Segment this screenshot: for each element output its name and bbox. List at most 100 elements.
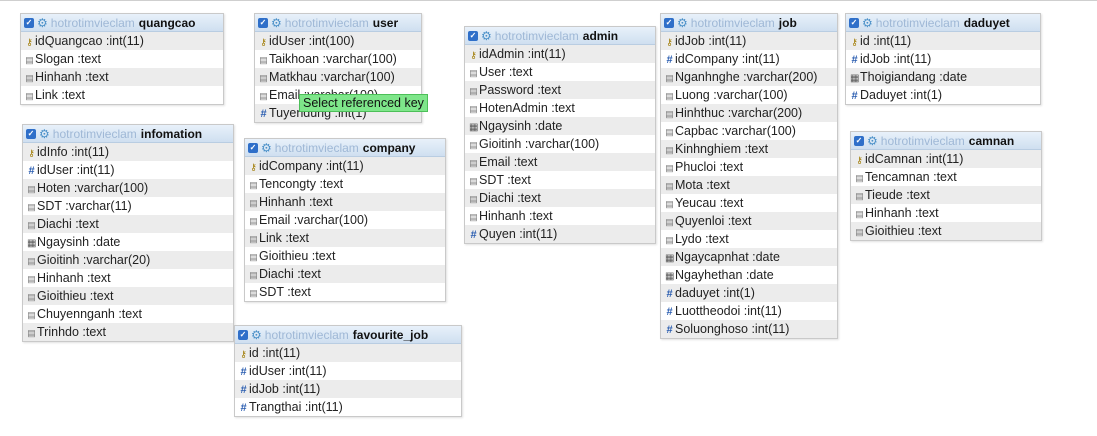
column-row[interactable]: ▤Gioitinh :varchar(20) [23,251,233,269]
column-row[interactable]: ▦Ngayhethan :date [661,266,837,284]
column-row[interactable]: ▤Tieude :text [851,186,1041,204]
column-row[interactable]: ▤SDT :text [465,171,655,189]
column-row[interactable]: ▤Slogan :text [21,50,223,68]
column-row[interactable]: ▤Link :text [21,86,223,104]
column-row[interactable]: ⚷idCompany :int(11) [245,157,445,175]
column-row[interactable]: ▤Gioithieu :text [245,247,445,265]
column-row[interactable]: ▤Hinhthuc :varchar(200) [661,104,837,122]
column-row[interactable]: ▤Kinhnghiem :text [661,140,837,158]
gear-icon[interactable]: ⚙ [261,140,272,155]
column-row[interactable]: #idCompany :int(11) [661,50,837,68]
gear-icon[interactable]: ⚙ [867,133,878,148]
gear-icon[interactable]: ⚙ [251,327,262,342]
column-row[interactable]: ▤Lydo :text [661,230,837,248]
check-icon[interactable]: ✓ [24,17,34,28]
column-row[interactable]: ▤Diachi :text [465,189,655,207]
column-row[interactable]: ▤User :text [465,63,655,81]
column-row[interactable]: ⚷id :int(11) [846,32,1040,50]
column-row[interactable]: #Quyen :int(11) [465,225,655,243]
column-row[interactable]: ▤SDT :text [245,283,445,301]
column-row[interactable]: ▤Hinhanh :text [851,204,1041,222]
gear-icon[interactable]: ⚙ [37,15,48,30]
column-row[interactable]: ▤Tencamnan :text [851,168,1041,186]
gear-icon[interactable]: ⚙ [481,28,492,43]
gear-icon[interactable]: ⚙ [39,126,50,141]
column-row[interactable]: ▤Diachi :text [245,265,445,283]
column-row[interactable]: ⚷id :int(11) [235,344,461,362]
column-row[interactable]: ▤Matkhau :varchar(100) [255,68,421,86]
column-row[interactable]: ▤Taikhoan :varchar(100) [255,50,421,68]
column-row[interactable]: ▤Capbac :varchar(100) [661,122,837,140]
column-row[interactable]: ▤Diachi :text [23,215,233,233]
column-row[interactable]: ▤Link :text [245,229,445,247]
column-row[interactable]: #Luottheodoi :int(11) [661,302,837,320]
check-icon[interactable]: ✓ [258,17,268,28]
column-row[interactable]: ▤SDT :varchar(11) [23,197,233,215]
column-row[interactable]: ▤Luong :varchar(100) [661,86,837,104]
column-row[interactable]: ▤Email :text [465,153,655,171]
column-row[interactable]: ▤Gioitinh :varchar(100) [465,135,655,153]
column-row[interactable]: ▤Yeucau :text [661,194,837,212]
gear-icon[interactable]: ⚙ [271,15,282,30]
column-row[interactable]: ⚷idAdmin :int(11) [465,45,655,63]
column-row[interactable]: ▦Thoigiandang :date [846,68,1040,86]
column-row[interactable]: ▤Gioithieu :text [851,222,1041,240]
column-row[interactable]: ⚷idQuangcao :int(11) [21,32,223,50]
column-row[interactable]: ▤Hinhanh :text [21,68,223,86]
column-row[interactable]: #idJob :int(11) [235,380,461,398]
check-icon[interactable]: ✓ [468,30,478,41]
check-icon[interactable]: ✓ [854,135,864,146]
column-row[interactable]: ▤Hoten :varchar(100) [23,179,233,197]
column-row[interactable]: ▦Ngaycapnhat :date [661,248,837,266]
check-icon[interactable]: ✓ [26,128,36,139]
column-row[interactable]: ▤Password :text [465,81,655,99]
column-row[interactable]: #idUser :int(11) [23,161,233,179]
check-icon[interactable]: ✓ [849,17,859,28]
column-row[interactable]: #Soluonghoso :int(11) [661,320,837,338]
column-row[interactable]: ▤Mota :text [661,176,837,194]
column-row[interactable]: ▤Hinhanh :text [465,207,655,225]
column-row[interactable]: ▤Quyenloi :text [661,212,837,230]
column-row[interactable]: ⚷idJob :int(11) [661,32,837,50]
column-row[interactable]: ▤Gioithieu :text [23,287,233,305]
gear-icon[interactable]: ⚙ [677,15,688,30]
column-row[interactable]: ▤Trinhdo :text [23,323,233,341]
column-row[interactable]: ▤Email :varchar(100) [245,211,445,229]
column-row[interactable]: ▦Ngaysinh :date [465,117,655,135]
column-row[interactable]: ▤Hinhanh :text [245,193,445,211]
check-icon[interactable]: ✓ [248,142,258,153]
column-row[interactable]: #daduyet :int(1) [661,284,837,302]
column-row[interactable]: #idUser :int(11) [235,362,461,380]
column-row[interactable]: ▤Tencongty :text [245,175,445,193]
column-row[interactable]: ▤Hinhanh :text [23,269,233,287]
column-row[interactable]: #Trangthai :int(11) [235,398,461,416]
column-row[interactable]: ⚷idUser :int(100) [255,32,421,50]
column-row[interactable]: ▦Ngaysinh :date [23,233,233,251]
column-row[interactable]: ▤Nganhnghe :varchar(200) [661,68,837,86]
column-row[interactable]: ⚷idInfo :int(11) [23,143,233,161]
column-row[interactable]: ▤HotenAdmin :text [465,99,655,117]
gear-icon[interactable]: ⚙ [862,15,873,30]
column-row[interactable]: ▤Chuyennganh :text [23,305,233,323]
column-row[interactable]: ▤Phucloi :text [661,158,837,176]
column-row[interactable]: #Daduyet :int(1) [846,86,1040,104]
check-icon[interactable]: ✓ [664,17,674,28]
column-row[interactable]: #idJob :int(11) [846,50,1040,68]
